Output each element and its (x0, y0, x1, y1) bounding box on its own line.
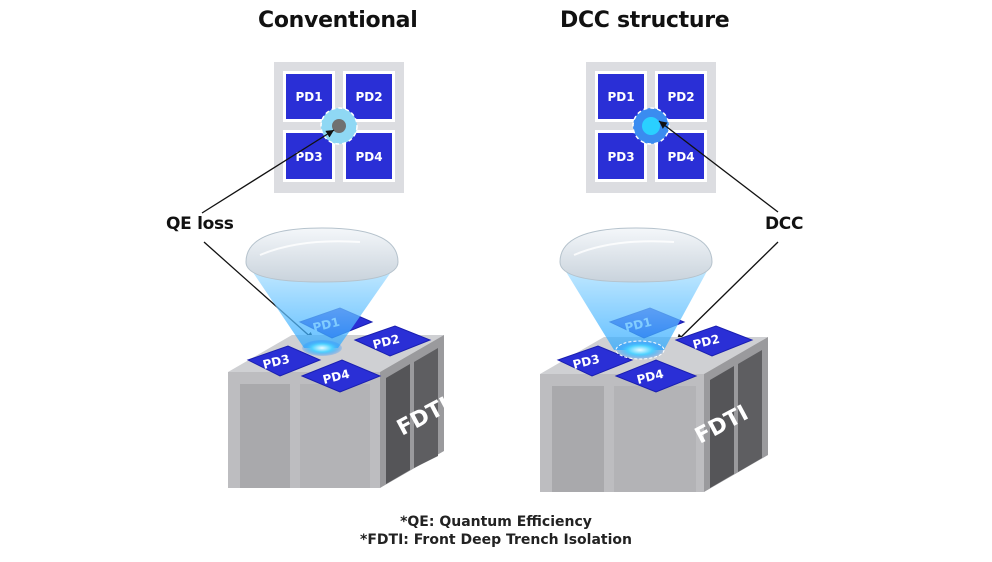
pd3-tile (246, 345, 322, 377)
pd3-label: PD3 (295, 150, 322, 164)
dcc-pixel-grid: PD1 PD2 PD3 PD4 (586, 62, 716, 193)
qe-loss-arrow-top (201, 129, 335, 214)
footnote-fdti: *FDTI: Front Deep Trench Isolation (360, 532, 632, 548)
dead-zone-marker (332, 119, 346, 133)
footnote-qe: *QE: Quantum Efficiency (400, 514, 592, 530)
pd1-cell (598, 74, 644, 119)
pd4-tile (614, 359, 698, 393)
dcc-light-spot (615, 340, 665, 360)
dcc-arrow-bottom (675, 241, 779, 343)
pd2-tile (353, 325, 432, 357)
pd3-cell (598, 133, 644, 179)
pd4-label: PD4 (355, 150, 382, 164)
pd1-label: PD1 (295, 90, 322, 104)
pd1-label: PD1 (607, 90, 634, 104)
pd4-tile (300, 359, 382, 393)
light-cone (560, 262, 712, 350)
pd4-tile-label: PD4 (635, 367, 665, 387)
pd2-cell (346, 74, 392, 119)
pd3-tile-label: PD3 (261, 352, 291, 372)
dcc-3d-pixel: FDTI PD1 PD2 PD3 PD4 (540, 227, 768, 492)
light-cone (246, 262, 398, 348)
micro-lens (559, 227, 713, 283)
pd2-label: PD2 (355, 90, 382, 104)
pd4-cell (346, 133, 392, 179)
conventional-3d-pixel: FDTI PD1 PD2 PD3 PD4 (228, 227, 455, 488)
qe-loss-label: QE loss (166, 214, 234, 234)
conventional-title: Conventional (258, 8, 418, 33)
pd4-tile-label: PD4 (321, 367, 351, 387)
micro-lens (245, 227, 399, 283)
pd3-tile (556, 345, 634, 377)
pd2-label: PD2 (667, 90, 694, 104)
pd2-tile (674, 325, 754, 357)
dcc-center-marker (642, 117, 660, 135)
pd2-tile-label: PD2 (691, 332, 721, 352)
dcc-arrow-top (658, 120, 779, 213)
pd1-cell (286, 74, 332, 119)
pd4-label: PD4 (667, 150, 694, 164)
dcc-label: DCC (765, 214, 804, 234)
pd4-cell (658, 133, 704, 179)
pd2-tile-label: PD2 (371, 332, 401, 352)
pd3-tile-label: PD3 (571, 352, 601, 372)
pd2-cell (658, 74, 704, 119)
light-spot (302, 340, 342, 356)
dcc-structure-title: DCC structure (560, 8, 730, 33)
conventional-pixel-grid: PD1 PD2 PD3 PD4 (274, 62, 404, 193)
pd3-label: PD3 (607, 150, 634, 164)
